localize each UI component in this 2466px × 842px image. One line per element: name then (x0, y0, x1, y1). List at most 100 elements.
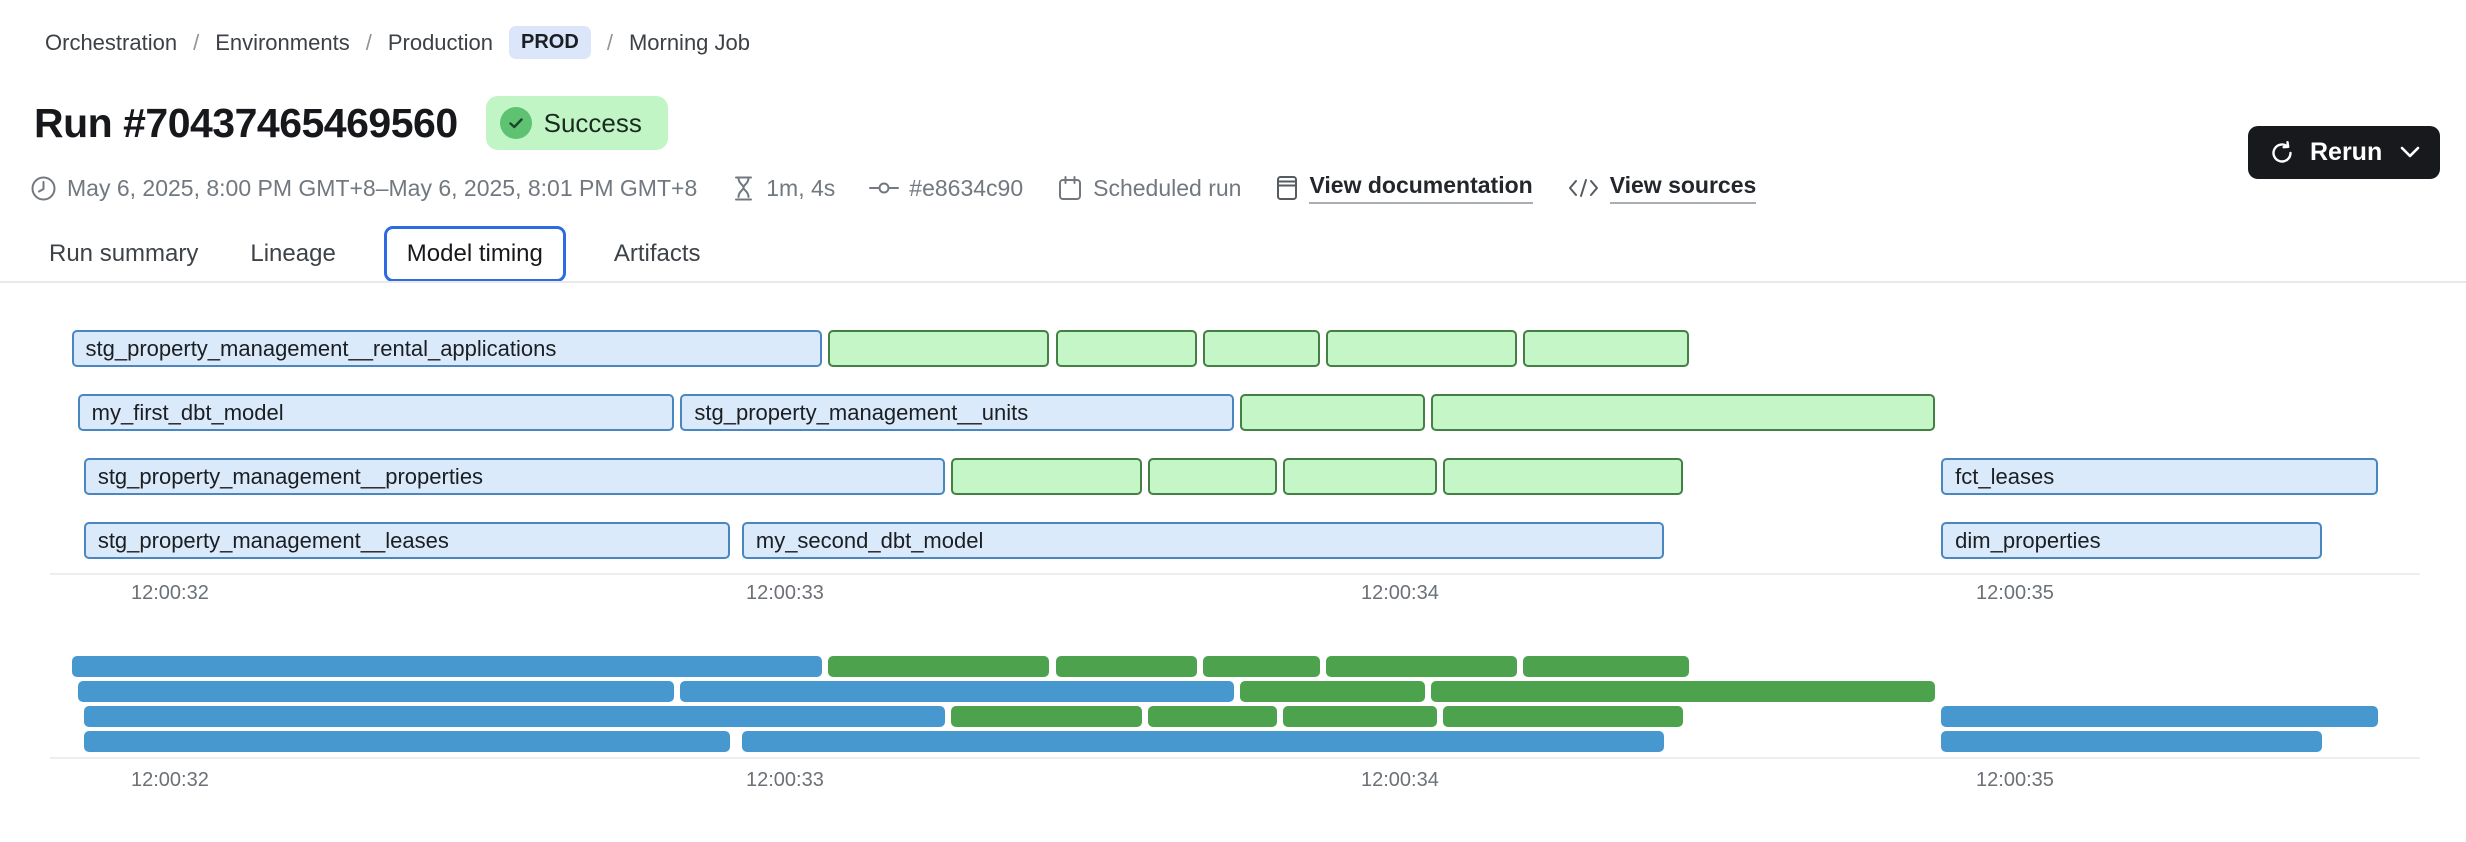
gantt-bar-my_first_dbt_model[interactable]: my_first_dbt_model (78, 394, 675, 431)
view-sources: View sources (1567, 172, 1757, 204)
axis-tick-label: 12:00:34 (1361, 582, 1439, 605)
minimap-bar[interactable] (1326, 656, 1517, 677)
run-duration-text: 1m, 4s (766, 175, 835, 202)
gantt-bar-dim_properties[interactable]: dim_properties (1941, 522, 2322, 559)
minimap-bar[interactable] (742, 731, 1665, 752)
model-timing-gantt: stg_property_management__rental_applicat… (50, 330, 2420, 560)
run-duration: 1m, 4s (731, 175, 835, 202)
tab-lineage[interactable]: Lineage (246, 229, 339, 279)
tab-bar: Run summary Lineage Model timing Artifac… (45, 226, 705, 282)
documentation-icon (1275, 174, 1299, 202)
gantt-bar[interactable] (1443, 458, 1683, 495)
gantt-bar-label: stg_property_management__properties (98, 464, 483, 490)
view-sources-link[interactable]: View sources (1610, 172, 1757, 204)
minimap-bar[interactable] (1431, 681, 1935, 702)
run-trigger: Scheduled run (1057, 175, 1241, 202)
gantt-bar[interactable] (1431, 394, 1935, 431)
axis-tick-label: 12:00:33 (746, 769, 824, 792)
gantt-bar-label: my_first_dbt_model (92, 400, 284, 426)
gantt-bar[interactable] (1240, 394, 1425, 431)
minimap-bar[interactable] (78, 681, 675, 702)
minimap-bar[interactable] (84, 731, 730, 752)
minimap-axis-line (50, 757, 2420, 759)
axis-tick-label: 12:00:33 (746, 582, 824, 605)
gantt-minimap[interactable] (50, 656, 2420, 752)
gantt-bar[interactable] (1283, 458, 1437, 495)
minimap-bar[interactable] (1523, 656, 1689, 677)
rerun-button-label: Rerun (2310, 138, 2382, 167)
view-documentation: View documentation (1275, 172, 1532, 204)
breadcrumb: Orchestration / Environments / Productio… (45, 26, 750, 59)
minimap-bar[interactable] (1056, 656, 1197, 677)
gantt-bar-label: fct_leases (1955, 464, 2054, 490)
environment-badge: PROD (509, 26, 591, 59)
run-time-range: May 6, 2025, 8:00 PM GMT+8–May 6, 2025, … (30, 175, 697, 202)
breadcrumb-separator: / (193, 30, 199, 56)
axis-tick-label: 12:00:32 (131, 582, 209, 605)
commit-icon (869, 180, 899, 196)
title-row: Run #70437465469560 Success (34, 96, 668, 150)
axis-tick-label: 12:00:35 (1976, 582, 2054, 605)
code-icon (1567, 177, 1600, 199)
run-commit: #e8634c90 (869, 175, 1023, 202)
gantt-axis-line (50, 573, 2420, 575)
tab-run-summary[interactable]: Run summary (45, 229, 202, 279)
minimap-time-axis: 12:00:32 12:00:33 12:00:34 12:00:35 (50, 769, 2420, 795)
minimap-bar[interactable] (680, 681, 1234, 702)
clock-icon (30, 175, 57, 202)
refresh-icon (2268, 139, 2296, 167)
minimap-bar[interactable] (1443, 706, 1683, 727)
gantt-bar[interactable] (1148, 458, 1277, 495)
minimap-bar[interactable] (1240, 681, 1425, 702)
minimap-bar[interactable] (1148, 706, 1277, 727)
rerun-button[interactable]: Rerun (2248, 126, 2440, 179)
axis-tick-label: 12:00:35 (1976, 769, 2054, 792)
minimap-bar[interactable] (84, 706, 945, 727)
tab-model-timing[interactable]: Model timing (384, 226, 566, 282)
gantt-bar[interactable] (951, 458, 1142, 495)
breadcrumb-production[interactable]: Production (388, 30, 493, 56)
gantt-bar[interactable] (1056, 330, 1197, 367)
gantt-bar-label: my_second_dbt_model (756, 528, 983, 554)
minimap-bar[interactable] (1203, 656, 1320, 677)
gantt-bar-fct_leases[interactable]: fct_leases (1941, 458, 2378, 495)
gantt-bar-label: stg_property_management__rental_applicat… (86, 336, 557, 362)
minimap-bar[interactable] (951, 706, 1142, 727)
minimap-bar[interactable] (1283, 706, 1437, 727)
run-trigger-text: Scheduled run (1093, 175, 1241, 202)
tabs-divider (0, 281, 2466, 283)
breadcrumb-orchestration[interactable]: Orchestration (45, 30, 177, 56)
gantt-bar[interactable] (828, 330, 1049, 367)
minimap-bar[interactable] (828, 656, 1049, 677)
calendar-icon (1057, 175, 1083, 202)
view-documentation-link[interactable]: View documentation (1309, 172, 1532, 204)
gantt-bar-label: stg_property_management__leases (98, 528, 449, 554)
gantt-bar-stg_property_management__properties[interactable]: stg_property_management__properties (84, 458, 945, 495)
minimap-bar[interactable] (1941, 731, 2322, 752)
status-badge: Success (486, 96, 668, 150)
hourglass-icon (731, 175, 756, 202)
gantt-bar-stg_property_management__leases[interactable]: stg_property_management__leases (84, 522, 730, 559)
axis-tick-label: 12:00:34 (1361, 769, 1439, 792)
gantt-bar-label: stg_property_management__units (694, 400, 1028, 426)
status-badge-label: Success (544, 108, 642, 139)
axis-tick-label: 12:00:32 (131, 769, 209, 792)
success-check-icon (500, 107, 532, 139)
breadcrumb-morning-job: Morning Job (629, 30, 750, 56)
breadcrumb-separator: / (607, 30, 613, 56)
run-time-range-text: May 6, 2025, 8:00 PM GMT+8–May 6, 2025, … (67, 175, 697, 202)
gantt-bar[interactable] (1326, 330, 1517, 367)
gantt-time-axis: 12:00:32 12:00:33 12:00:34 12:00:35 (50, 582, 2420, 608)
gantt-bar[interactable] (1203, 330, 1320, 367)
gantt-bar-stg_property_management__rental_applications[interactable]: stg_property_management__rental_applicat… (72, 330, 822, 367)
page-title: Run #70437465469560 (34, 100, 458, 147)
tab-artifacts[interactable]: Artifacts (610, 229, 705, 279)
run-commit-text: #e8634c90 (909, 175, 1023, 202)
gantt-bar[interactable] (1523, 330, 1689, 367)
gantt-bar-my_second_dbt_model[interactable]: my_second_dbt_model (742, 522, 1665, 559)
minimap-bar[interactable] (1941, 706, 2378, 727)
minimap-bar[interactable] (72, 656, 822, 677)
breadcrumb-environments[interactable]: Environments (215, 30, 350, 56)
gantt-bar-stg_property_management__units[interactable]: stg_property_management__units (680, 394, 1234, 431)
